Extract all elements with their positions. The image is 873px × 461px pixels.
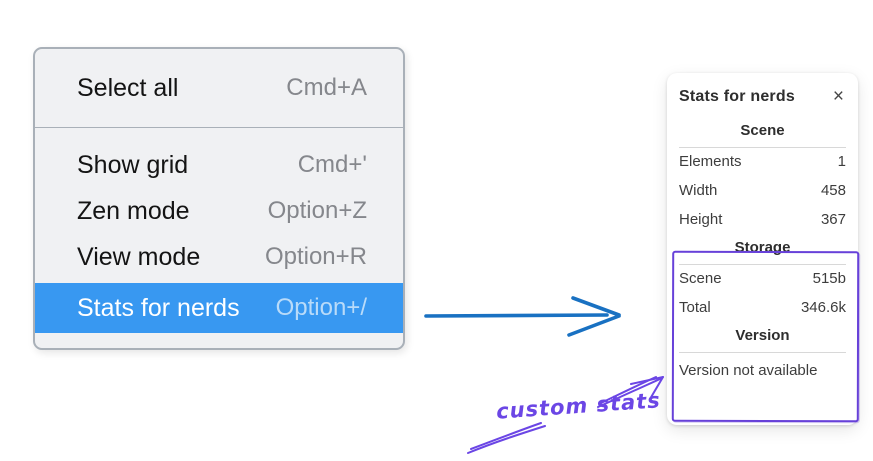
stat-value: 346.6k [800, 299, 846, 316]
menu-item-shortcut: Option+/ [275, 294, 367, 321]
stat-label: Total [679, 299, 711, 316]
stats-panel: Stats for nerds × Scene Elements 1 Width… [667, 73, 858, 425]
stat-row-total-size: Total 346.6k [679, 298, 846, 317]
stat-value: 1 [837, 153, 846, 170]
section-header-storage: Storage [734, 239, 791, 256]
stat-row-height: Height 367 [679, 210, 846, 229]
stat-label: Elements [679, 153, 742, 170]
stat-value: 515b [812, 270, 846, 287]
close-icon[interactable]: × [832, 86, 844, 107]
annotation-custom-stats: custom stats [495, 388, 662, 424]
stat-label: Scene [679, 270, 722, 287]
stat-value: 458 [820, 182, 846, 199]
stat-label: Height [679, 211, 723, 228]
section-divider [679, 147, 846, 148]
menu-divider [35, 127, 403, 128]
stat-row-elements: Elements 1 [679, 152, 846, 171]
stats-panel-title: Stats for nerds [679, 87, 795, 105]
menu-item-shortcut: Cmd+A [286, 74, 367, 101]
blue-arrow [424, 296, 621, 337]
menu-item-select-all[interactable]: Select all Cmd+A [35, 49, 403, 127]
menu-item-shortcut: Cmd+' [297, 151, 367, 178]
menu-group: Show grid Cmd+' Zen mode Option+Z View m… [35, 128, 403, 333]
menu-item-shortcut: Option+Z [267, 197, 367, 224]
menu-item-label: View mode [77, 242, 201, 271]
section-header-version: Version [735, 327, 790, 344]
section-header-scene: Scene [740, 122, 785, 139]
menu-item-zen-mode[interactable]: Zen mode Option+Z [35, 188, 403, 234]
stat-row-scene-size: Scene 515b [679, 269, 846, 288]
stat-value: 367 [820, 211, 846, 228]
stat-label: Width [679, 182, 718, 199]
menu-item-label: Stats for nerds [77, 293, 240, 322]
section-divider [679, 352, 846, 353]
version-note: Version not available [679, 362, 818, 379]
context-menu: Select all Cmd+A Show grid Cmd+' Zen mod… [33, 47, 405, 350]
menu-item-label: Show grid [77, 150, 189, 179]
stats-panel-header: Stats for nerds × [679, 87, 846, 106]
section-divider [679, 264, 846, 265]
menu-item-view-mode[interactable]: View mode Option+R [35, 234, 403, 280]
menu-item-label: Zen mode [77, 196, 190, 225]
menu-item-stats-for-nerds[interactable]: Stats for nerds Option+/ [35, 283, 403, 333]
stat-row-width: Width 458 [679, 181, 846, 200]
menu-item-shortcut: Option+R [264, 243, 367, 270]
menu-item-show-grid[interactable]: Show grid Cmd+' [35, 142, 403, 188]
menu-item-label: Select all [77, 73, 179, 102]
